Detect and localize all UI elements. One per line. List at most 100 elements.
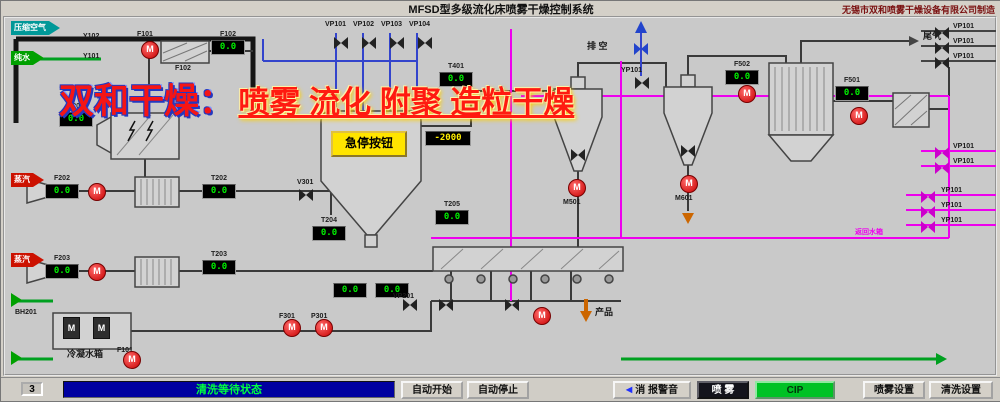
tag-label: 产品 <box>595 307 614 317</box>
title-bar: MFSD型多级流化床喷雾干燥控制系统 无锡市双和喷雾干燥设备有限公司制造 <box>1 1 1000 16</box>
inlet-heat-exchanger <box>160 40 210 64</box>
pump-letter: M <box>685 178 693 188</box>
pump-letter: M <box>743 88 751 98</box>
tag-label: Y102 <box>83 33 100 40</box>
value-display: -2000 <box>425 131 471 146</box>
steam-heater-1 <box>134 176 180 208</box>
condenser <box>767 62 835 162</box>
tag-label: F101 <box>117 347 133 354</box>
display-tag-label: F102 <box>220 31 236 38</box>
steam-heater-2 <box>134 256 180 288</box>
product-arrows <box>580 213 694 322</box>
supply-arrow-label: 蒸汽 <box>11 253 33 267</box>
display-value: 0.0 <box>211 40 245 55</box>
tag-label: 尾气 <box>923 31 942 41</box>
valve-icon <box>935 27 949 39</box>
pump-motor-icon: M <box>315 319 333 337</box>
control-button-label: 喷雾设置 <box>874 384 914 396</box>
pump-motor-icon: M <box>568 179 586 197</box>
control-button[interactable]: 自动开始 <box>401 381 463 399</box>
control-button[interactable]: ◀ 消 报警音 <box>613 381 691 399</box>
tailgas-arrow <box>909 36 919 46</box>
control-button-label: 自动停止 <box>478 384 518 396</box>
pump-letter: M <box>146 44 154 54</box>
tag-label: VP101 <box>953 53 975 60</box>
valve-icon <box>921 221 935 233</box>
value-display: T401 0.0 <box>439 63 473 87</box>
display-tag-label: T202 <box>211 175 227 182</box>
valve-icon <box>935 42 949 54</box>
valve-icon <box>921 191 935 203</box>
pump-letter: M <box>855 110 863 120</box>
tag-label: VP101 <box>953 158 975 165</box>
valve-icon <box>334 37 348 49</box>
pump-motor-icon: M <box>738 85 756 103</box>
tag-label: 冷凝水箱 <box>67 349 104 359</box>
value-display: F501 0.0 <box>835 77 869 101</box>
pump-motor-icon: M <box>283 319 301 337</box>
display-value: 0.0 <box>439 72 473 87</box>
value-display: T201 0.0 <box>59 103 93 127</box>
exhaust-filter <box>892 92 930 128</box>
pump-letter: M <box>93 186 101 196</box>
pump-letter: M <box>288 322 296 332</box>
drain-arrow <box>936 353 947 365</box>
tag-label: YP101 <box>941 202 963 209</box>
tag-label: VP103 <box>381 21 403 28</box>
tag-label: 排 空 <box>587 41 608 51</box>
value-display: T203 0.0 <box>202 251 236 275</box>
value-display: T205 0.0 <box>435 201 469 225</box>
control-button[interactable]: CIP <box>755 381 835 399</box>
valve-icon <box>418 37 432 49</box>
control-button[interactable]: 喷 雾 <box>697 381 749 399</box>
page-indicator[interactable]: 3 <box>21 382 43 396</box>
emergency-stop-button[interactable]: 急停按钮 <box>331 131 407 157</box>
control-button[interactable]: 清洗设置 <box>929 381 993 399</box>
supply-arrow-icon: 蒸汽 <box>11 253 44 267</box>
value-display: F102 0.0 <box>211 31 245 55</box>
tag-label: YP101 <box>941 217 963 224</box>
display-value: 0.0 <box>435 210 469 225</box>
valve-icon <box>505 299 519 311</box>
mixer-letter: M <box>97 323 106 333</box>
control-button[interactable]: 喷雾设置 <box>863 381 925 399</box>
tag-label: F101 <box>137 31 153 38</box>
display-tag-label: F203 <box>54 255 70 262</box>
tag-label: YP101 <box>941 187 963 194</box>
tag-label: VP101 <box>953 23 975 30</box>
status-bar: 清洗等待状态 <box>63 381 395 398</box>
valve-icon <box>921 206 935 218</box>
supply-arrow-icon <box>11 293 22 307</box>
pump-motor-icon: M <box>680 175 698 193</box>
supply-arrow-icon: 蒸汽 <box>11 173 44 187</box>
display-tag-label: T204 <box>321 217 337 224</box>
tag-label: VP101 <box>953 38 975 45</box>
valve-icon <box>403 299 417 311</box>
display-tag-label: T205 <box>444 201 460 208</box>
control-button-label: 自动开始 <box>412 384 452 396</box>
display-value: 0.0 <box>835 86 869 101</box>
display-value: 0.0 <box>202 260 236 275</box>
valve-icon <box>681 145 695 157</box>
supply-arrow-icon <box>11 351 22 365</box>
pump-motor-icon: M <box>123 351 141 369</box>
control-button-label: CIP <box>786 384 804 396</box>
manufacturer-label: 无锡市双和喷雾干燥设备有限公司制造 <box>841 5 995 15</box>
pump-letter: M <box>93 266 101 276</box>
tag-label: VP104 <box>409 21 431 28</box>
display-value: 0.0 <box>45 184 79 199</box>
control-button[interactable]: 自动停止 <box>467 381 529 399</box>
display-tag-label: T401 <box>448 63 464 70</box>
agitator-motor-icon: M <box>93 317 110 339</box>
valve-icon <box>935 162 949 174</box>
value-display: 0.0 <box>333 283 367 298</box>
supply-arrow-label: 压缩空气 <box>11 21 49 35</box>
valve-icon <box>935 57 949 69</box>
vent-arrow <box>635 21 647 33</box>
tag-label: YP101 <box>621 67 643 74</box>
tag-label: F102 <box>175 65 191 72</box>
display-tag-label: F502 <box>734 61 750 68</box>
supply-arrow-icon: 纯水 <box>11 51 44 65</box>
display-tag-label: F202 <box>54 175 70 182</box>
